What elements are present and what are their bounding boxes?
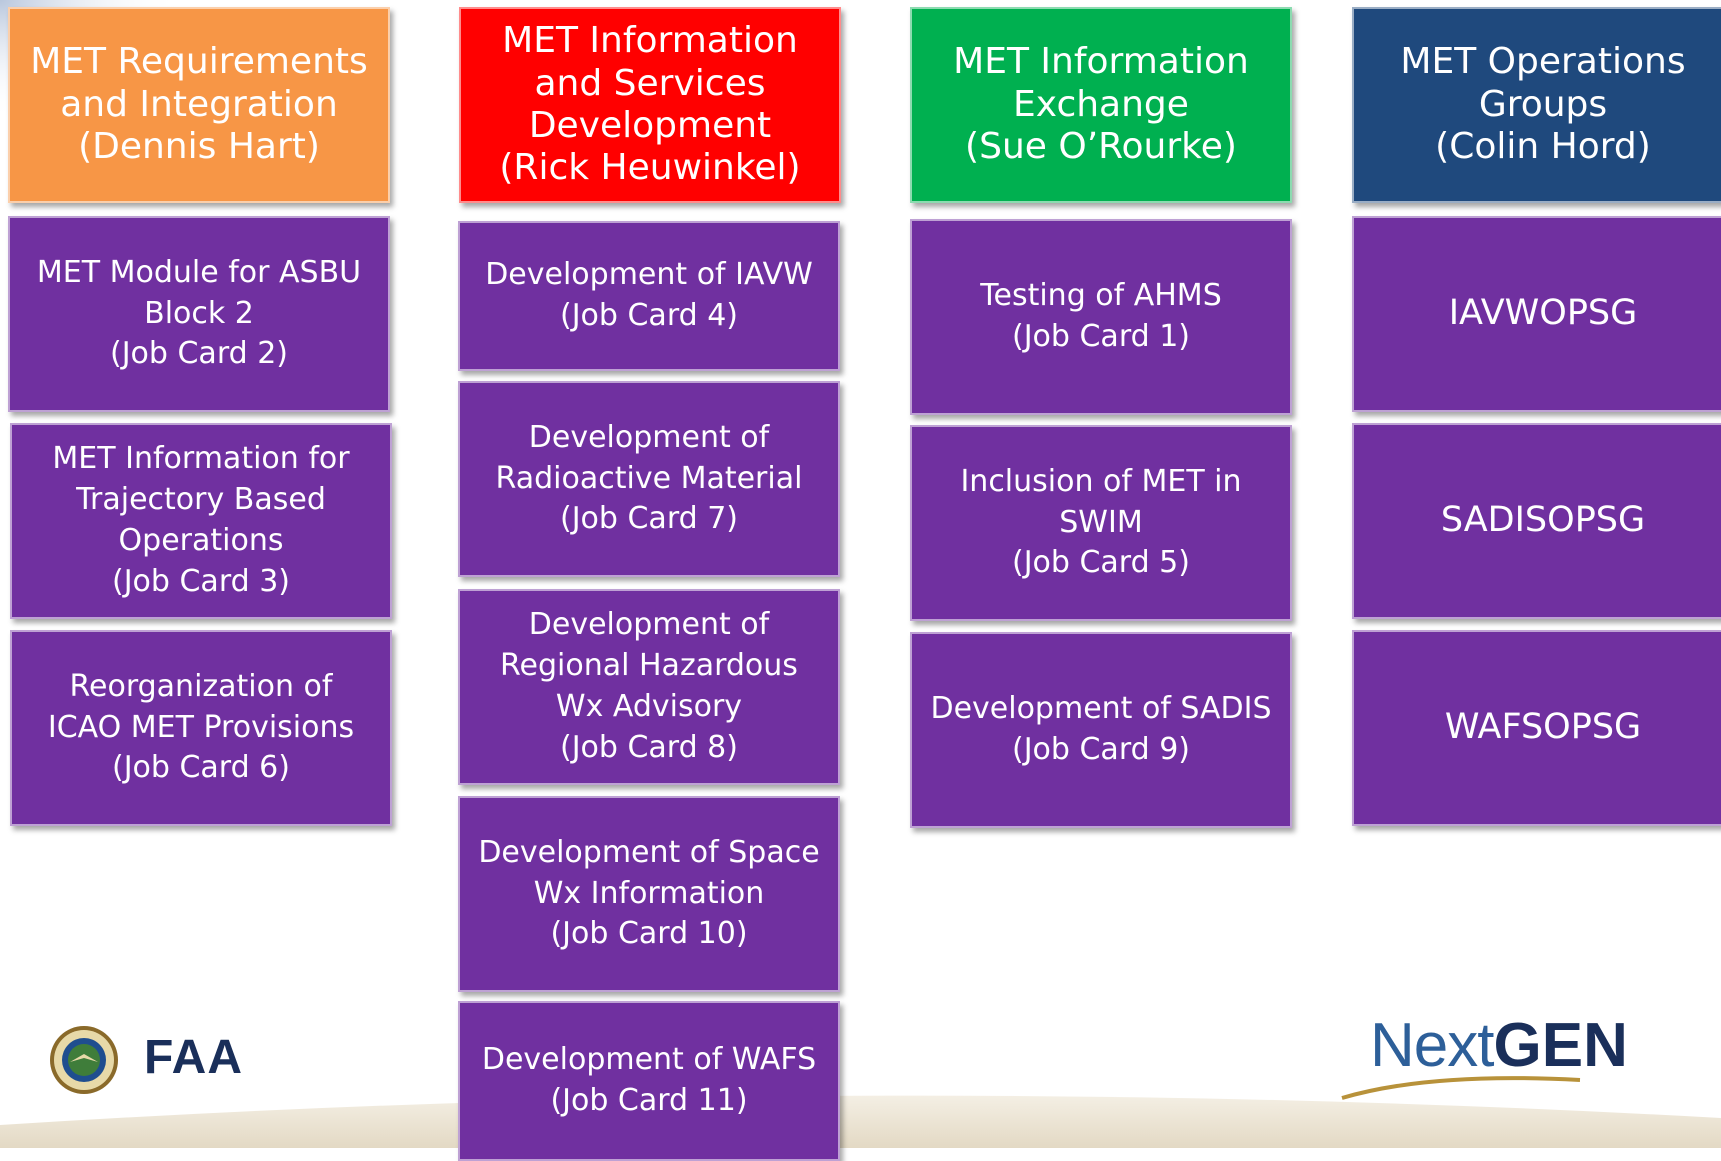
job-card-met-in-swim: Inclusion of MET in SWIM (Job Card 5) (910, 425, 1292, 621)
group-sadisopsg: SADISOPSG (1352, 423, 1721, 619)
job-card-met-module-asbu: MET Module for ASBU Block 2 (Job Card 2) (8, 216, 390, 412)
job-card-met-trajectory: MET Information for Trajectory Based Ope… (10, 423, 392, 619)
job-card-space-wx: Development of Space Wx Information (Job… (458, 796, 840, 992)
job-card-radioactive-material: Development of Radioactive Material (Job… (458, 381, 840, 577)
column-header-met-services-development: MET Information and Services Development… (459, 7, 841, 203)
group-iavwopsg: IAVWOPSG (1352, 216, 1721, 412)
nextgen-logo: NextGEN (1340, 1010, 1700, 1110)
faa-logo-text: FAA (144, 1031, 243, 1084)
nextgen-bold-text: GEN (1493, 1011, 1628, 1080)
nextgen-swoosh-icon (1341, 1076, 1581, 1100)
job-card-testing-ahms: Testing of AHMS (Job Card 1) (910, 219, 1292, 415)
nextgen-logo-text: NextGEN (1370, 1014, 1628, 1077)
job-card-iavw-development: Development of IAVW (Job Card 4) (458, 221, 840, 371)
column-header-met-operations-groups: MET Operations Groups (Colin Hord) (1352, 7, 1721, 203)
faa-seal-icon (50, 1026, 118, 1094)
group-wafsopsg: WAFSOPSG (1352, 630, 1721, 826)
job-card-sadis-development: Development of SADIS (Job Card 9) (910, 632, 1292, 828)
nextgen-light-text: Next (1370, 1011, 1494, 1080)
job-card-reorganization-provisions: Reorganization of ICAO MET Provisions (J… (10, 630, 392, 826)
job-card-regional-hazardous-wx: Development of Regional Hazardous Wx Adv… (458, 589, 840, 785)
job-card-wafs-development: Development of WAFS (Job Card 11) (458, 1001, 840, 1161)
column-header-met-information-exchange: MET Information Exchange (Sue O’Rourke) (910, 7, 1292, 203)
faa-logo: FAA (48, 1024, 268, 1094)
column-header-met-requirements: MET Requirements and Integration (Dennis… (8, 7, 390, 203)
